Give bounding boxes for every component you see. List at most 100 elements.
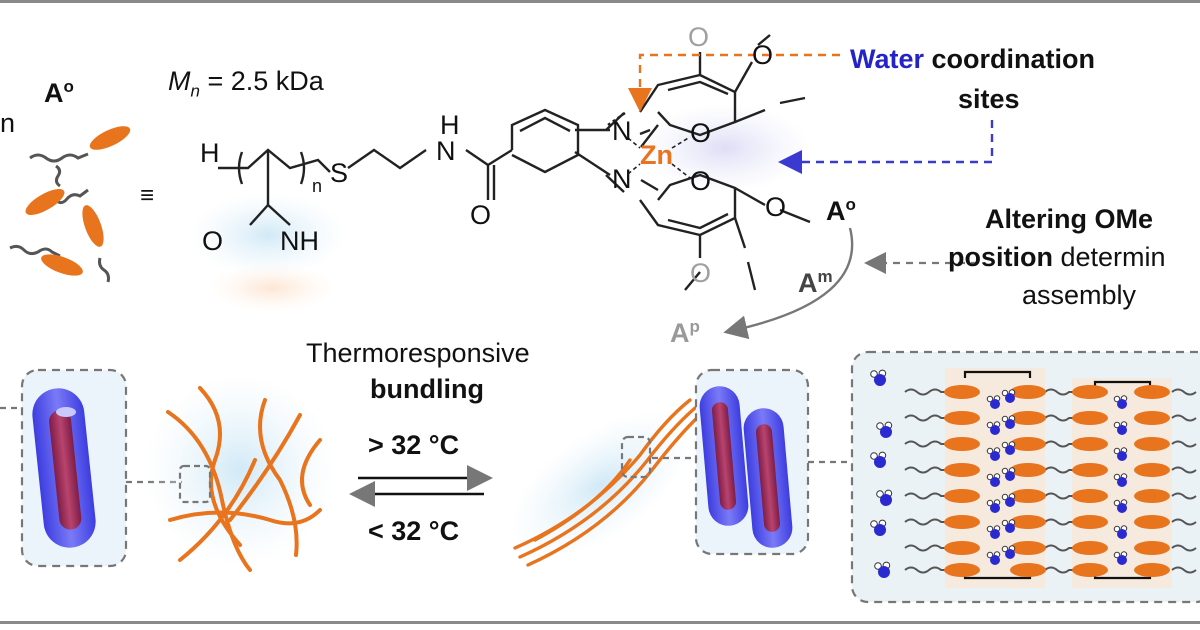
position-determines-label: position determin [948, 242, 1166, 272]
atom-carbonyl-o: O [202, 226, 224, 256]
aromatic-core [1134, 437, 1170, 451]
aromatic-core [1010, 541, 1046, 555]
water-molecule [986, 525, 1001, 539]
polymer-backbone-glow [190, 193, 346, 277]
water-molecule [986, 421, 1001, 435]
water-molecule [1113, 525, 1128, 539]
bottom-frame-line [0, 621, 1200, 624]
alkyl-chain [904, 414, 1197, 422]
alkyl-chain [904, 388, 1197, 396]
water-molecule [986, 395, 1001, 409]
water-molecule [986, 473, 1001, 487]
aromatic-core [1134, 515, 1170, 529]
aromatic-core [1134, 463, 1170, 477]
atom-amide-o: O [470, 200, 492, 230]
water-molecule [986, 551, 1001, 565]
blue-dashed-arrow [778, 120, 994, 174]
water-molecule [1001, 415, 1016, 429]
aromatic-core [1072, 515, 1108, 529]
top-frame-line [0, 0, 1200, 3]
water-molecule [876, 489, 893, 506]
aromatic-core [944, 515, 980, 529]
altering-ome-label: Altering OMe [985, 204, 1154, 234]
atom-zn: Zn [640, 140, 673, 170]
alkyl-chain [904, 518, 1197, 526]
aromatic-core [1072, 463, 1108, 477]
atom-sulfur: S [330, 158, 349, 188]
atom-amide-nh: NH [280, 226, 319, 256]
isomer-am-label: Am [798, 267, 833, 298]
alkyl-chain [904, 440, 1197, 448]
aromatic-core [1072, 437, 1108, 451]
water-molecule [986, 447, 1001, 461]
aromatic-core [1010, 437, 1046, 451]
bundle-inset [694, 368, 850, 556]
water-molecule [1113, 421, 1128, 435]
aromatic-core [1072, 563, 1108, 577]
atom-o-lower: O [690, 166, 712, 196]
atom-methoxy-o-4: O [690, 258, 712, 288]
aromatic-core [944, 541, 980, 555]
reverse-condition: < 32 °C [368, 516, 460, 546]
aromatic-core [944, 463, 980, 477]
water-molecule [1001, 545, 1016, 559]
isomer-curved-arrow [723, 227, 854, 340]
aromatic-core [1134, 385, 1170, 399]
water-molecule [1001, 493, 1016, 507]
water-molecule [1113, 447, 1128, 461]
isomer-ao-label: Ao [826, 195, 856, 226]
process-bundling: bundling [370, 374, 484, 404]
equivalence-symbol: ≡ [140, 182, 155, 209]
aromatic-core [1134, 411, 1170, 425]
aromatic-core [1072, 541, 1108, 555]
water-molecule [874, 561, 891, 578]
aromatic-core [1010, 385, 1046, 399]
atom-h-top: H [440, 110, 460, 140]
water-site-glow [640, 104, 810, 192]
aromatic-core [944, 489, 980, 503]
aromatic-core [1010, 563, 1046, 577]
isopropyl-glow [208, 264, 336, 312]
water-molecule [870, 451, 887, 468]
aromatic-core [944, 437, 980, 451]
aromatic-core [1072, 489, 1108, 503]
water-molecule [870, 369, 887, 386]
water-molecule [876, 421, 893, 438]
process-title: Thermoresponsive [306, 338, 530, 368]
aromatic-core [944, 563, 980, 577]
water-molecule [1113, 473, 1128, 487]
forward-condition: > 32 °C [368, 430, 460, 460]
atom-h-end: H [200, 138, 220, 168]
bundled-fibers [508, 398, 702, 567]
alkyl-chain [904, 492, 1197, 500]
aromatic-core [1010, 411, 1046, 425]
fiber-network [144, 374, 336, 572]
aromatic-core [1072, 411, 1108, 425]
orange-dashed-arrow [628, 53, 840, 112]
atom-n-upper: N [612, 116, 632, 146]
atom-o-upper: O [690, 118, 712, 148]
water-molecule [1113, 551, 1128, 565]
water-molecule [1001, 389, 1016, 403]
atom-n-lower: N [612, 164, 632, 194]
alkyl-chain [904, 466, 1197, 474]
water-molecule [1001, 467, 1016, 481]
aromatic-core [1072, 385, 1108, 399]
atom-n-top: N [436, 136, 456, 166]
isomer-label-ao: Ao [44, 77, 74, 108]
water-molecule [1113, 499, 1128, 513]
assembly-label: assembly [1022, 280, 1137, 310]
aromatic-core [1010, 463, 1046, 477]
aromatic-core [944, 385, 980, 399]
atom-n-repeat: n [312, 176, 323, 196]
aromatic-core [1010, 515, 1046, 529]
amphiphile-schematic [9, 126, 131, 283]
atom-methoxy-o-3: O [765, 192, 787, 222]
partial-letter: n [0, 108, 16, 138]
water-molecule [1001, 519, 1016, 533]
water-molecule [1113, 395, 1128, 409]
zn-coordination-bonds [627, 136, 691, 179]
water-molecule [1001, 441, 1016, 455]
